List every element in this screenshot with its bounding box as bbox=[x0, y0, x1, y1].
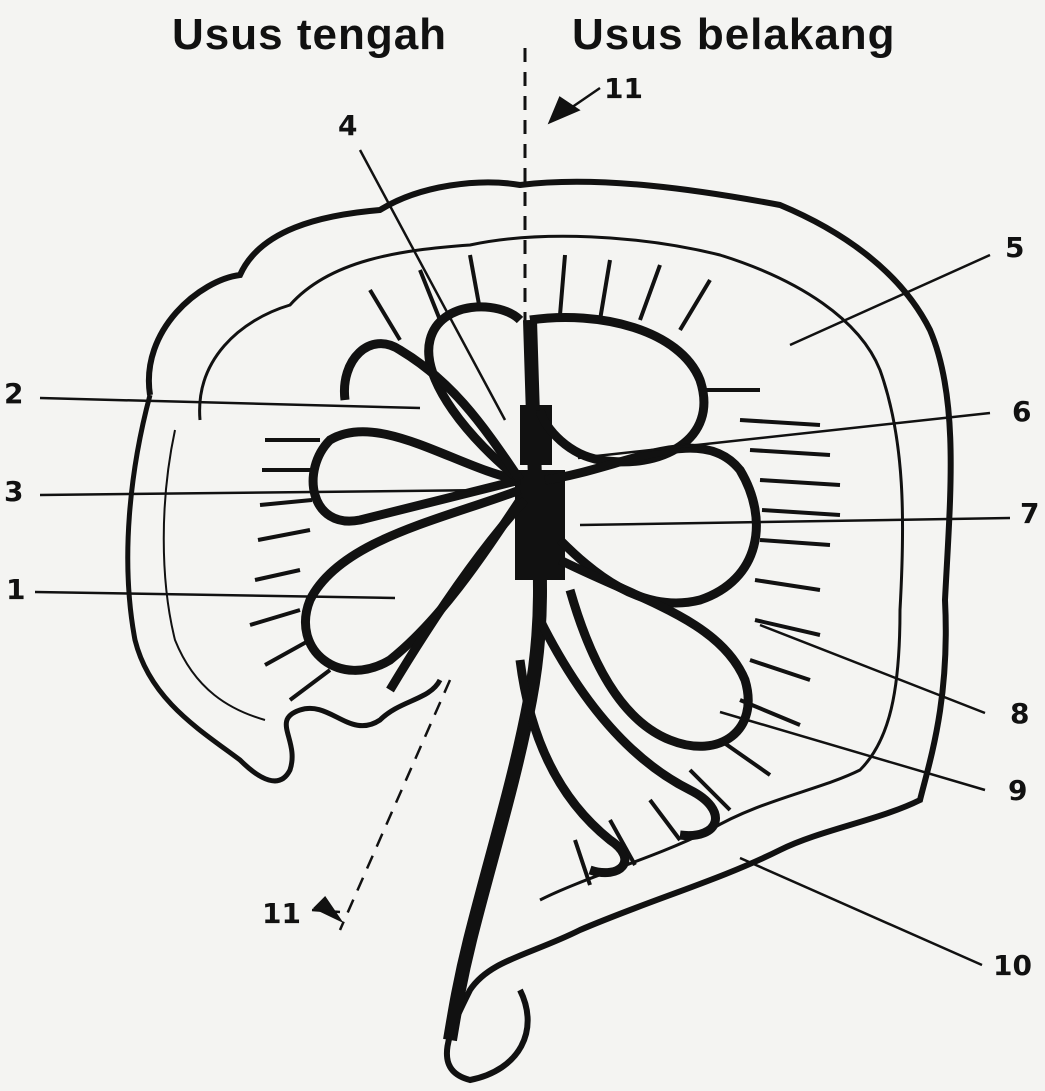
left-arcades bbox=[305, 307, 525, 690]
aorta-block-lower bbox=[515, 470, 565, 580]
label-9: 9 bbox=[1008, 777, 1027, 805]
title-hindgut: Usus belakang bbox=[572, 10, 896, 60]
label-10: 10 bbox=[993, 952, 1032, 980]
label-1: 1 bbox=[6, 576, 25, 604]
small-intestine-left bbox=[128, 395, 440, 781]
small-intestine-left-inner bbox=[164, 430, 265, 720]
label-2: 2 bbox=[4, 380, 23, 408]
label-7: 7 bbox=[1020, 500, 1039, 528]
label-3: 3 bbox=[4, 478, 23, 506]
label-8: 8 bbox=[1010, 700, 1029, 728]
right-arcades bbox=[520, 318, 756, 873]
label-4: 4 bbox=[338, 112, 357, 140]
label-6: 6 bbox=[1012, 398, 1031, 426]
lower-dashed-line bbox=[340, 680, 450, 930]
label-5: 5 bbox=[1005, 234, 1024, 262]
title-midgut: Usus tengah bbox=[172, 10, 447, 60]
label-11-bottom: 11 bbox=[262, 900, 301, 928]
aorta-block bbox=[520, 405, 552, 465]
label-11-top: 11 bbox=[604, 75, 643, 103]
